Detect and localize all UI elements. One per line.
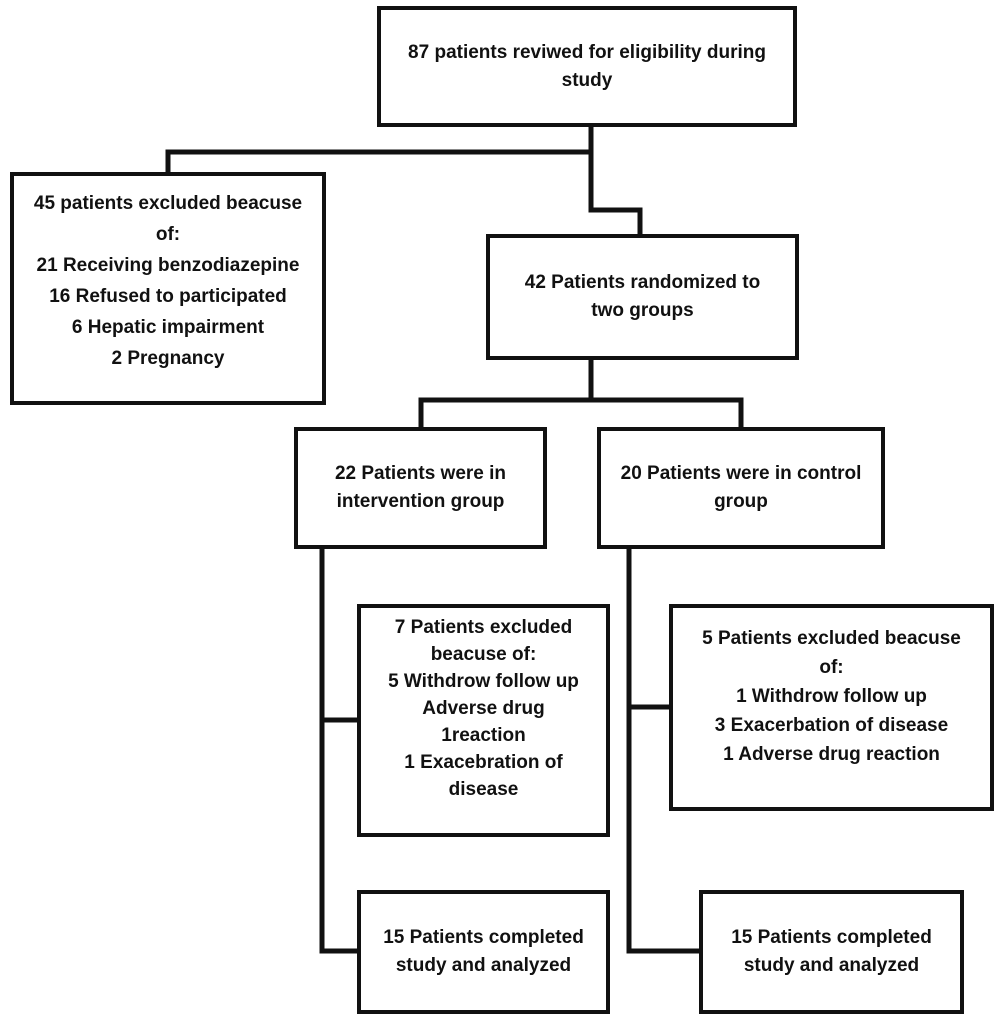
control-line-1: 20 Patients were in control <box>620 463 862 484</box>
connector-to-excluded <box>165 149 594 175</box>
connector-to-randomized <box>588 149 643 237</box>
control-excluded-box: 5 Patients excluded beacuse of: 1 Withdr… <box>669 604 994 811</box>
int-excl-line-5: 1reaction <box>441 725 526 746</box>
excluded-reason-hepatic: 6 Hepatic impairment <box>71 317 265 338</box>
control-line-2: group <box>714 491 768 512</box>
excluded-reason-benzodiazepine: 21 Receiving benzodiazepine <box>36 255 300 276</box>
int-excl-line-1: 7 Patients excluded <box>394 617 573 638</box>
intervention-group-box: 22 Patients were in intervention group <box>294 427 547 549</box>
ctl-done-line-2: study and analyzed <box>743 955 920 976</box>
int-done-line-2: study and analyzed <box>395 955 572 976</box>
randomized-box: 42 Patients randomized to two groups <box>486 234 799 360</box>
excluded-title: 45 patients excluded beacuse <box>33 193 303 214</box>
excluded-reason-pregnancy: 2 Pregnancy <box>111 348 225 369</box>
ctl-excl-line-2: of: <box>819 657 844 678</box>
randomized-line-1: 42 Patients randomized to <box>524 272 761 293</box>
ctl-excl-line-5: 1 Adverse drug reaction <box>723 744 940 765</box>
int-excl-line-2: beacuse of: <box>430 644 537 665</box>
excluded-reason-refused: 16 Refused to participated <box>49 286 287 307</box>
ctl-done-line-1: 15 Patients completed <box>731 927 932 948</box>
intervention-excluded-box: 7 Patients excluded beacuse of: 5 Withdr… <box>357 604 610 837</box>
int-excl-line-7: disease <box>448 779 519 800</box>
ctl-excl-line-4: 3 Exacerbation of disease <box>714 715 949 736</box>
int-excl-line-3: 5 Withdrow follow up <box>388 671 579 692</box>
intervention-line-1: 22 Patients were in <box>334 463 507 484</box>
control-completed-box: 15 Patients completed study and analyzed <box>699 890 964 1014</box>
control-group-box: 20 Patients were in control group <box>597 427 885 549</box>
intervention-completed-box: 15 Patients completed study and analyzed <box>357 890 610 1014</box>
excluded-title-cont: of: <box>155 224 181 245</box>
ctl-excl-line-3: 1 Withdrow follow up <box>736 686 927 707</box>
intervention-line-2: intervention group <box>336 491 505 512</box>
int-done-line-1: 15 Patients completed <box>383 927 584 948</box>
randomized-line-2: two groups <box>591 300 694 321</box>
int-excl-line-4: Adverse drug <box>422 698 545 719</box>
screened-line-1: 87 patients reviwed for eligibility duri… <box>408 41 766 63</box>
screened-line-2: study <box>561 69 613 91</box>
screened-box: 87 patients reviwed for eligibility duri… <box>377 6 797 127</box>
int-excl-line-6: 1 Exacebration of <box>404 752 563 773</box>
ctl-excl-line-1: 5 Patients excluded beacuse <box>702 628 961 649</box>
excluded-initial-box: 45 patients excluded beacuse of: 21 Rece… <box>10 172 326 405</box>
